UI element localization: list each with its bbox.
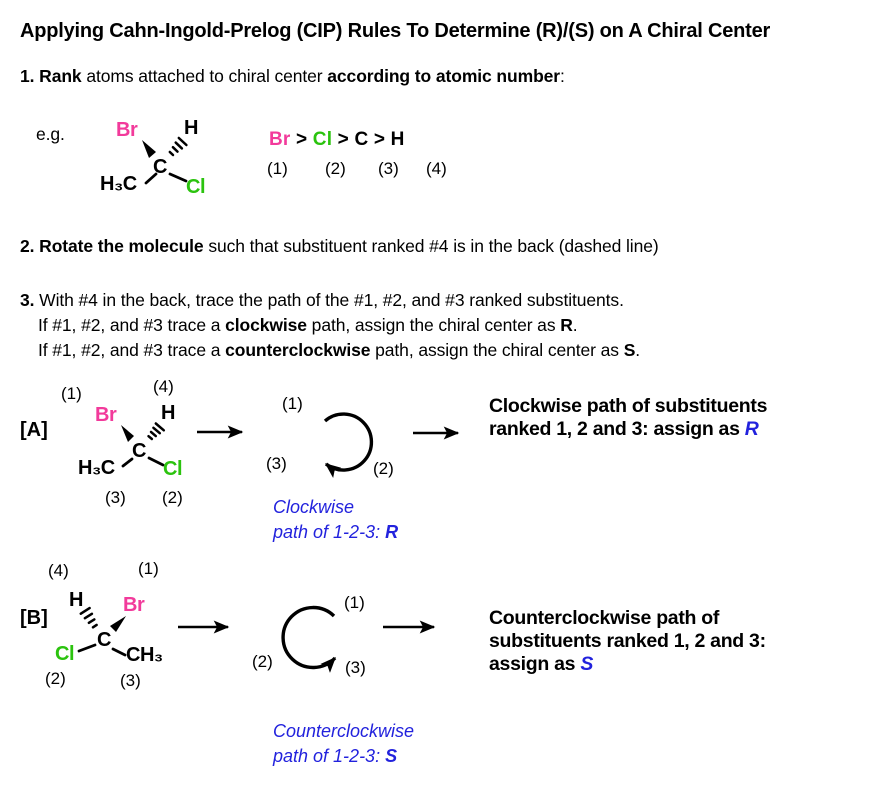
circle-b-rank-3: (3) (345, 658, 366, 677)
assignment-letter-s: S (385, 746, 398, 766)
priority-ranking-line: Br > Cl > C > H (269, 129, 405, 150)
circle-b-rank-2: (2) (252, 652, 273, 671)
step-3-line-2: If #1, #2, and #3 trace a clockwise path… (38, 315, 578, 335)
step-3-line-3: If #1, #2, and #3 trace a counterclockwi… (38, 340, 641, 360)
mol-b-rank-3: (3) (120, 671, 141, 690)
single-bond (144, 172, 158, 185)
atom-label-h: H (184, 117, 198, 139)
atom-label-h3c: H₃C (100, 173, 137, 195)
ranking-cl: Cl (312, 129, 333, 150)
atom-label-c: C (153, 156, 167, 178)
result-text-a: Clockwise path of substituents ranked 1,… (489, 395, 768, 440)
rank-number-2: (2) (325, 159, 346, 178)
assignment-letter-s: S (580, 653, 594, 675)
atom-label-h: H (161, 402, 175, 424)
caption-a: Clockwise path of 1-2-3: R (273, 497, 399, 542)
step-1-text: 1. Rank atoms attached to chiral center … (20, 66, 565, 86)
wedge-bond (121, 425, 134, 442)
atom-label-h: H (69, 589, 83, 611)
hash-bond (79, 606, 98, 629)
circle-a-rank-3: (3) (266, 454, 287, 473)
step-2-number: 2. (20, 236, 40, 256)
hash-bond (168, 136, 188, 157)
mol-a-rank-2: (2) (162, 488, 183, 507)
hash-bond (147, 422, 166, 441)
single-bond (77, 643, 97, 653)
mol-a-rank-3: (3) (105, 488, 126, 507)
atom-label-br: Br (116, 119, 138, 141)
ranking-h: H (390, 129, 405, 150)
single-bond (111, 647, 127, 657)
atom-label-cl: Cl (186, 176, 206, 198)
step-3-number: 3. (20, 290, 40, 310)
ranking-c: C (354, 129, 369, 150)
atom-label-br: Br (123, 594, 145, 616)
clockwise-arc (323, 412, 374, 478)
single-bond (168, 172, 188, 183)
rank-number-1: (1) (267, 159, 288, 178)
ranking-br: Br (269, 129, 291, 150)
circle-a-rank-1: (1) (282, 394, 303, 413)
atom-label-cl: Cl (163, 458, 183, 480)
atom-label-c: C (132, 440, 146, 462)
caption-b: Counterclockwise path of 1-2-3: S (273, 721, 415, 766)
step-2-text: 2. Rotate the molecule such that substit… (20, 236, 659, 256)
molecule-a-bonds (121, 422, 166, 468)
example-label: e.g. (36, 124, 65, 144)
mol-a-rank-1: (1) (61, 384, 82, 403)
wedge-bond (110, 616, 126, 632)
mol-b-rank-1: (1) (138, 559, 159, 578)
example-b-label: [B] (20, 607, 48, 629)
mol-b-rank-4: (4) (48, 561, 69, 580)
molecule-b-bonds (77, 606, 127, 657)
step-1-number: 1. (20, 66, 40, 86)
mol-a-rank-4: (4) (153, 377, 174, 396)
step-3-line-1: 3. With #4 in the back, trace the path o… (20, 290, 624, 310)
circle-a-rank-2: (2) (373, 459, 394, 478)
result-text-b: Counterclockwise path of substituents ra… (489, 607, 766, 675)
atom-label-br: Br (95, 404, 117, 426)
atom-label-cl: Cl (55, 643, 75, 665)
assignment-letter-r: R (385, 522, 399, 542)
circle-b-rank-1: (1) (344, 593, 365, 612)
counterclockwise-arc (281, 605, 337, 673)
single-bond (121, 457, 134, 468)
atom-label-h3c: H₃C (78, 457, 115, 479)
atom-label-ch3: CH₃ (126, 644, 163, 666)
wedge-bond (142, 140, 156, 158)
example-a-label: [A] (20, 419, 48, 441)
rank-number-4: (4) (426, 159, 447, 178)
assignment-letter-r: R (744, 418, 759, 440)
page-title: Applying Cahn-Ingold-Prelog (CIP) Rules … (20, 20, 771, 42)
example-molecule-bonds (142, 136, 188, 185)
single-bond (147, 456, 165, 467)
mol-b-rank-2: (2) (45, 669, 66, 688)
rank-number-3: (3) (378, 159, 399, 178)
atom-label-c: C (97, 629, 111, 651)
